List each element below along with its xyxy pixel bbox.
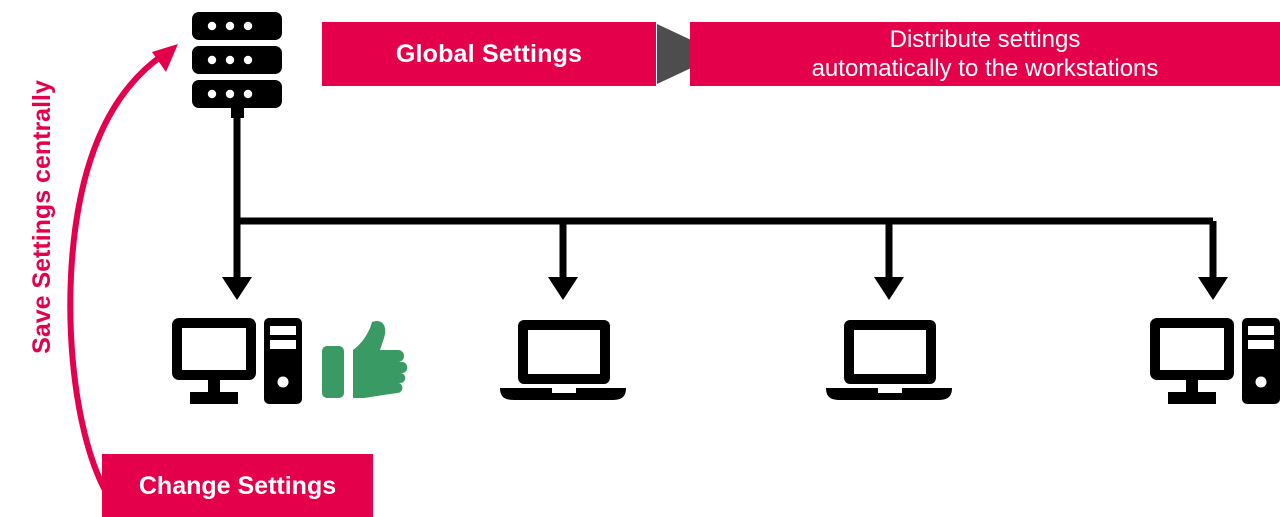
server-icon	[192, 12, 282, 118]
label-save-settings-centrally-text: Save Settings centrally	[27, 80, 56, 354]
banner-global-settings-label: Global Settings	[395, 39, 583, 68]
play-triangle-icon	[657, 24, 721, 84]
workstation-laptop-2-icon	[826, 320, 952, 400]
banner-distribute-settings[interactable]: Distribute settings automatically to the…	[690, 22, 1280, 86]
workstation-desktop-1-icon	[172, 318, 302, 404]
banner-change-settings[interactable]: Change Settings	[102, 454, 373, 517]
workstation-laptop-1-icon	[500, 320, 626, 400]
banner-distribute-line-1: Distribute settings	[889, 25, 1081, 53]
banner-change-settings-label: Change Settings	[138, 471, 337, 500]
workstation-desktop-2-icon	[1150, 318, 1280, 404]
thumbs-up-icon	[322, 320, 408, 398]
banner-global-settings[interactable]: Global Settings	[322, 22, 656, 86]
label-save-settings-centrally: Save Settings centrally	[25, 80, 59, 354]
banner-distribute-line-2: automatically to the workstations	[811, 55, 1159, 82]
